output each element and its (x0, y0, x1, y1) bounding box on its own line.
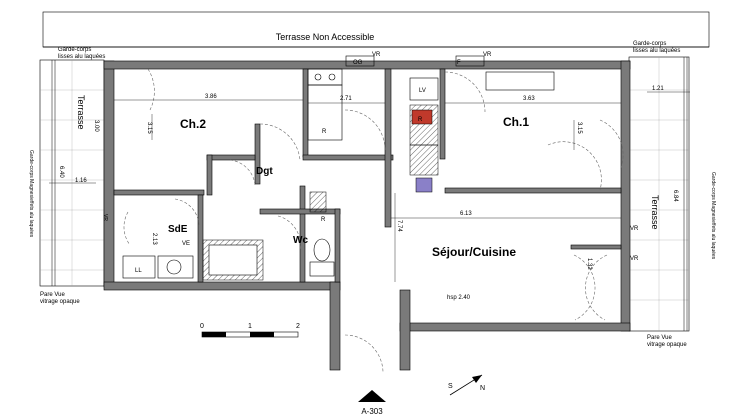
r-label-1: R (322, 129, 327, 135)
interior-walls (113, 68, 622, 283)
terrace-left-area: Terrasse (39, 59, 105, 287)
garde-corps-right-label: Garde-corps (633, 41, 666, 47)
garde-corps-left-label-2: lisses alu laquées (58, 54, 105, 60)
dim-684: 6.84 (672, 190, 678, 202)
dimension-lines (49, 91, 690, 282)
dim-315b: 3.15 (576, 122, 582, 134)
dim-116: 1.16 (75, 178, 87, 184)
garde-corps-left-label: Garde-corps (58, 47, 91, 53)
vr-label-3: VR (102, 214, 108, 221)
dim-121: 1.21 (652, 86, 664, 92)
ve-label: VE (182, 241, 190, 247)
terrace-top-area: Terrasse Non Accessible (42, 11, 710, 48)
room-label-sde: SdE (168, 224, 188, 235)
hsp-label: hsp 2.40 (447, 295, 471, 301)
terrace-left-label: Terrasse (76, 95, 86, 130)
vr-label-1: VR (372, 52, 381, 58)
dim-315a: 3.15 (146, 122, 152, 134)
compass-label-s: S (448, 383, 453, 390)
vr-label-2: VR (483, 52, 492, 58)
plan-reference: A-303 (361, 407, 383, 416)
vr-label-4: VR (630, 226, 639, 232)
room-label-wc: Wc (293, 235, 308, 246)
terrace-right-area: Terrasse (628, 56, 690, 332)
terrace-top-label: Terrasse Non Accessible (276, 32, 375, 42)
garde-corps-right-label-2: lisses alu laquées (633, 48, 680, 54)
dimension-labels: 3.86 2.71 3.63 6.13 7.74 3.15 3.15 6.40 … (58, 86, 678, 270)
dim-640: 6.40 (58, 166, 64, 178)
dim-613: 6.13 (460, 211, 472, 217)
dim-774: 7.74 (396, 220, 402, 232)
dim-386: 3.86 (205, 94, 217, 100)
door-swings (123, 68, 624, 373)
terrace-right-label: Terrasse (650, 195, 660, 230)
compass-icon: S N (448, 374, 485, 396)
side-label-right: Garde-corps Magnesieffets alu laquées (710, 172, 716, 260)
entry-marker: A-303 (358, 390, 386, 416)
dim-363: 3.63 (523, 96, 535, 102)
r-label-2: R (321, 217, 326, 223)
scale-label-1: 1 (248, 323, 252, 330)
pare-vue-left: Pare Vue (40, 292, 65, 298)
vitrage-left: vitrage opaque (40, 299, 80, 305)
vr-label-5: VR (630, 256, 639, 262)
room-label-sejour: Séjour/Cuisine (432, 245, 516, 259)
dim-213: 2.13 (151, 233, 157, 245)
ref-tag-label: R (418, 117, 423, 123)
vitrage-right: vitrage opaque (647, 342, 687, 348)
scale-label-0: 0 (200, 323, 204, 330)
side-label-left: Garde-corps Magnesieffets alu laquées (28, 150, 34, 238)
exterior-walls (103, 60, 631, 371)
dim-300: 3.00 (93, 120, 99, 132)
lv-label: LV (419, 88, 426, 94)
f-label: F (457, 60, 461, 66)
scale-label-2: 2 (296, 323, 300, 330)
kitchen-fixtures (122, 55, 555, 281)
annotations: Garde-corps lisses alu laquées Garde-cor… (28, 41, 716, 348)
room-label-dgt: Dgt (256, 166, 273, 177)
pare-vue-right: Pare Vue (647, 335, 672, 341)
scale-bar: 0 1 2 (200, 323, 300, 338)
room-label-ch1: Ch.1 (503, 115, 529, 129)
compass-label-n: N (480, 385, 485, 392)
dim-132: 1.32 (586, 258, 592, 270)
dim-271: 2.71 (340, 96, 352, 102)
ll-label: LL (135, 268, 142, 274)
room-label-ch2: Ch.2 (180, 117, 206, 131)
room-labels: Ch.2 Ch.1 Dgt SdE Wc Séjour/Cuisine (168, 115, 529, 259)
og-label: OG (353, 60, 363, 66)
